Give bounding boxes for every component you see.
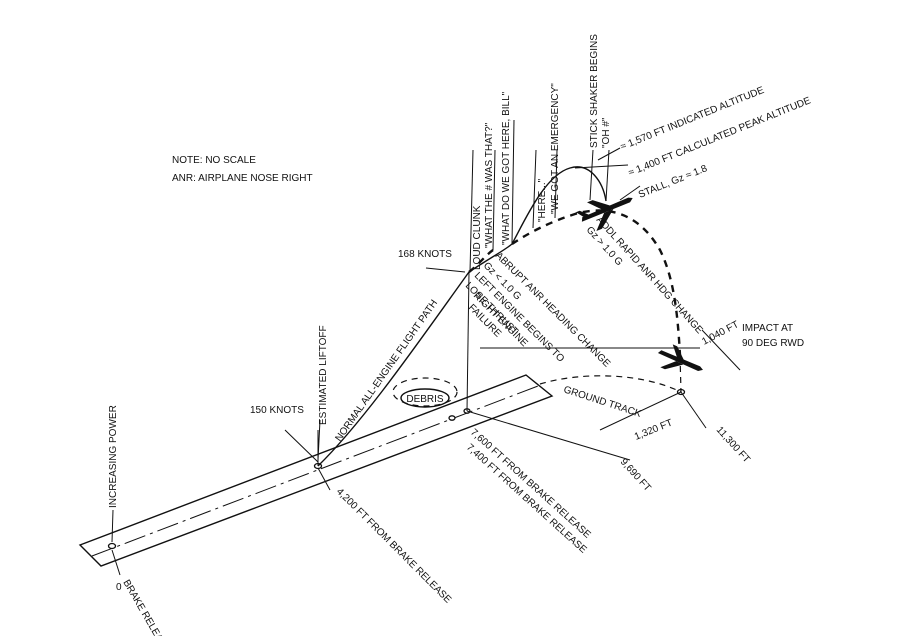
ft-11300-label: 11,300 FT — [714, 425, 752, 466]
brake-release-label: BRAKE RELEASE — [120, 578, 171, 636]
dim-1320-line — [599, 391, 682, 431]
dropline-7600 — [466, 271, 470, 412]
runway-outline — [78, 374, 554, 567]
callout-leaders — [111, 119, 641, 543]
leader-loud-clunk — [469, 149, 474, 273]
leader-stick-shaker — [589, 149, 594, 201]
ft-7400-label: 7,400 FT FROM BRAKE RELEASE — [464, 442, 589, 556]
loud-clunk-label: LOUD CLUNK — [472, 205, 483, 270]
here-label: "HERE..." — [537, 178, 548, 222]
emergency-label: "WE GOT AN EMERGENCY" — [550, 83, 561, 214]
turning-path — [511, 209, 682, 356]
increasing-power-label: INCREASING POWER — [108, 405, 119, 508]
brake-release-marker — [107, 542, 117, 550]
leader-150-knots — [284, 429, 319, 463]
airplane-stall-icon — [575, 197, 633, 231]
note-anr: ANR: AIRPLANE NOSE RIGHT — [172, 173, 313, 184]
knots-150-label: 150 KNOTS — [250, 405, 304, 416]
leader-oh — [605, 149, 610, 202]
ground-track-label: GROUND TRACK — [562, 384, 643, 420]
descent-path — [468, 249, 494, 273]
ft-1040-label: 1,040 FT — [700, 319, 741, 348]
airplane-impact-icon — [657, 344, 703, 371]
leader-increasing-power — [111, 509, 114, 543]
runway-centerline — [91, 385, 539, 557]
ground-track-path — [539, 375, 682, 393]
normal-flight-path — [317, 271, 470, 467]
leader-what-do-we-got — [511, 119, 515, 245]
ft-4200-label: 4,200 FT FROM BRAKE RELEASE — [334, 486, 453, 605]
stick-shaker-label: STICK SHAKER BEGINS — [589, 34, 600, 148]
oh-label: "OH #" — [601, 117, 612, 148]
debris-label: DEBRIS — [406, 394, 444, 405]
dim-4200-line — [317, 467, 331, 491]
impact-label-2: 90 DEG RWD — [742, 338, 804, 349]
debris-callout: DEBRIS — [392, 377, 458, 408]
ft-9690-label: 9,690 FT — [618, 457, 653, 494]
impact-label-1: IMPACT AT — [742, 323, 793, 334]
dim-1040-tick — [701, 329, 741, 371]
dimension-lines — [111, 329, 741, 576]
leader-168-knots — [425, 267, 466, 273]
what-do-we-got-label: "WHAT DO WE GOT HERE, BILL" — [501, 91, 512, 245]
leader-what-was-that — [492, 149, 496, 251]
leader-here — [532, 149, 537, 229]
note-no-scale: NOTE: NO SCALE — [172, 155, 256, 166]
zero-label: 0 — [116, 582, 122, 593]
marker-7400 — [448, 415, 456, 421]
leader-stall — [619, 185, 641, 201]
dim-9690-line — [466, 410, 631, 461]
dim-0-line — [111, 549, 121, 576]
knots-168-label: 168 KNOTS — [398, 249, 452, 260]
leader-emergency — [554, 149, 558, 219]
normal-path-label: NORMAL ALL-ENGINE FLIGHT PATH — [333, 298, 440, 444]
addl-rapid-label-1: ADDL RAPID ANR HDG CHANGE — [594, 215, 705, 337]
what-was-that-label: "WHAT THE # WAS THAT?" — [484, 122, 495, 248]
ft-1320-label: 1,320 FT — [633, 418, 674, 443]
leader-peak-altitude — [574, 164, 629, 169]
ft-7600-label: 7,600 FT FROM BRAKE RELEASE — [468, 427, 593, 541]
runway — [78, 374, 554, 567]
leader-liftoff — [317, 419, 321, 461]
estimated-liftoff-label: ESTIMATED LIFTOFF — [318, 325, 329, 425]
dim-11300-line — [680, 391, 707, 429]
leader-indicated-altitude — [597, 147, 621, 161]
